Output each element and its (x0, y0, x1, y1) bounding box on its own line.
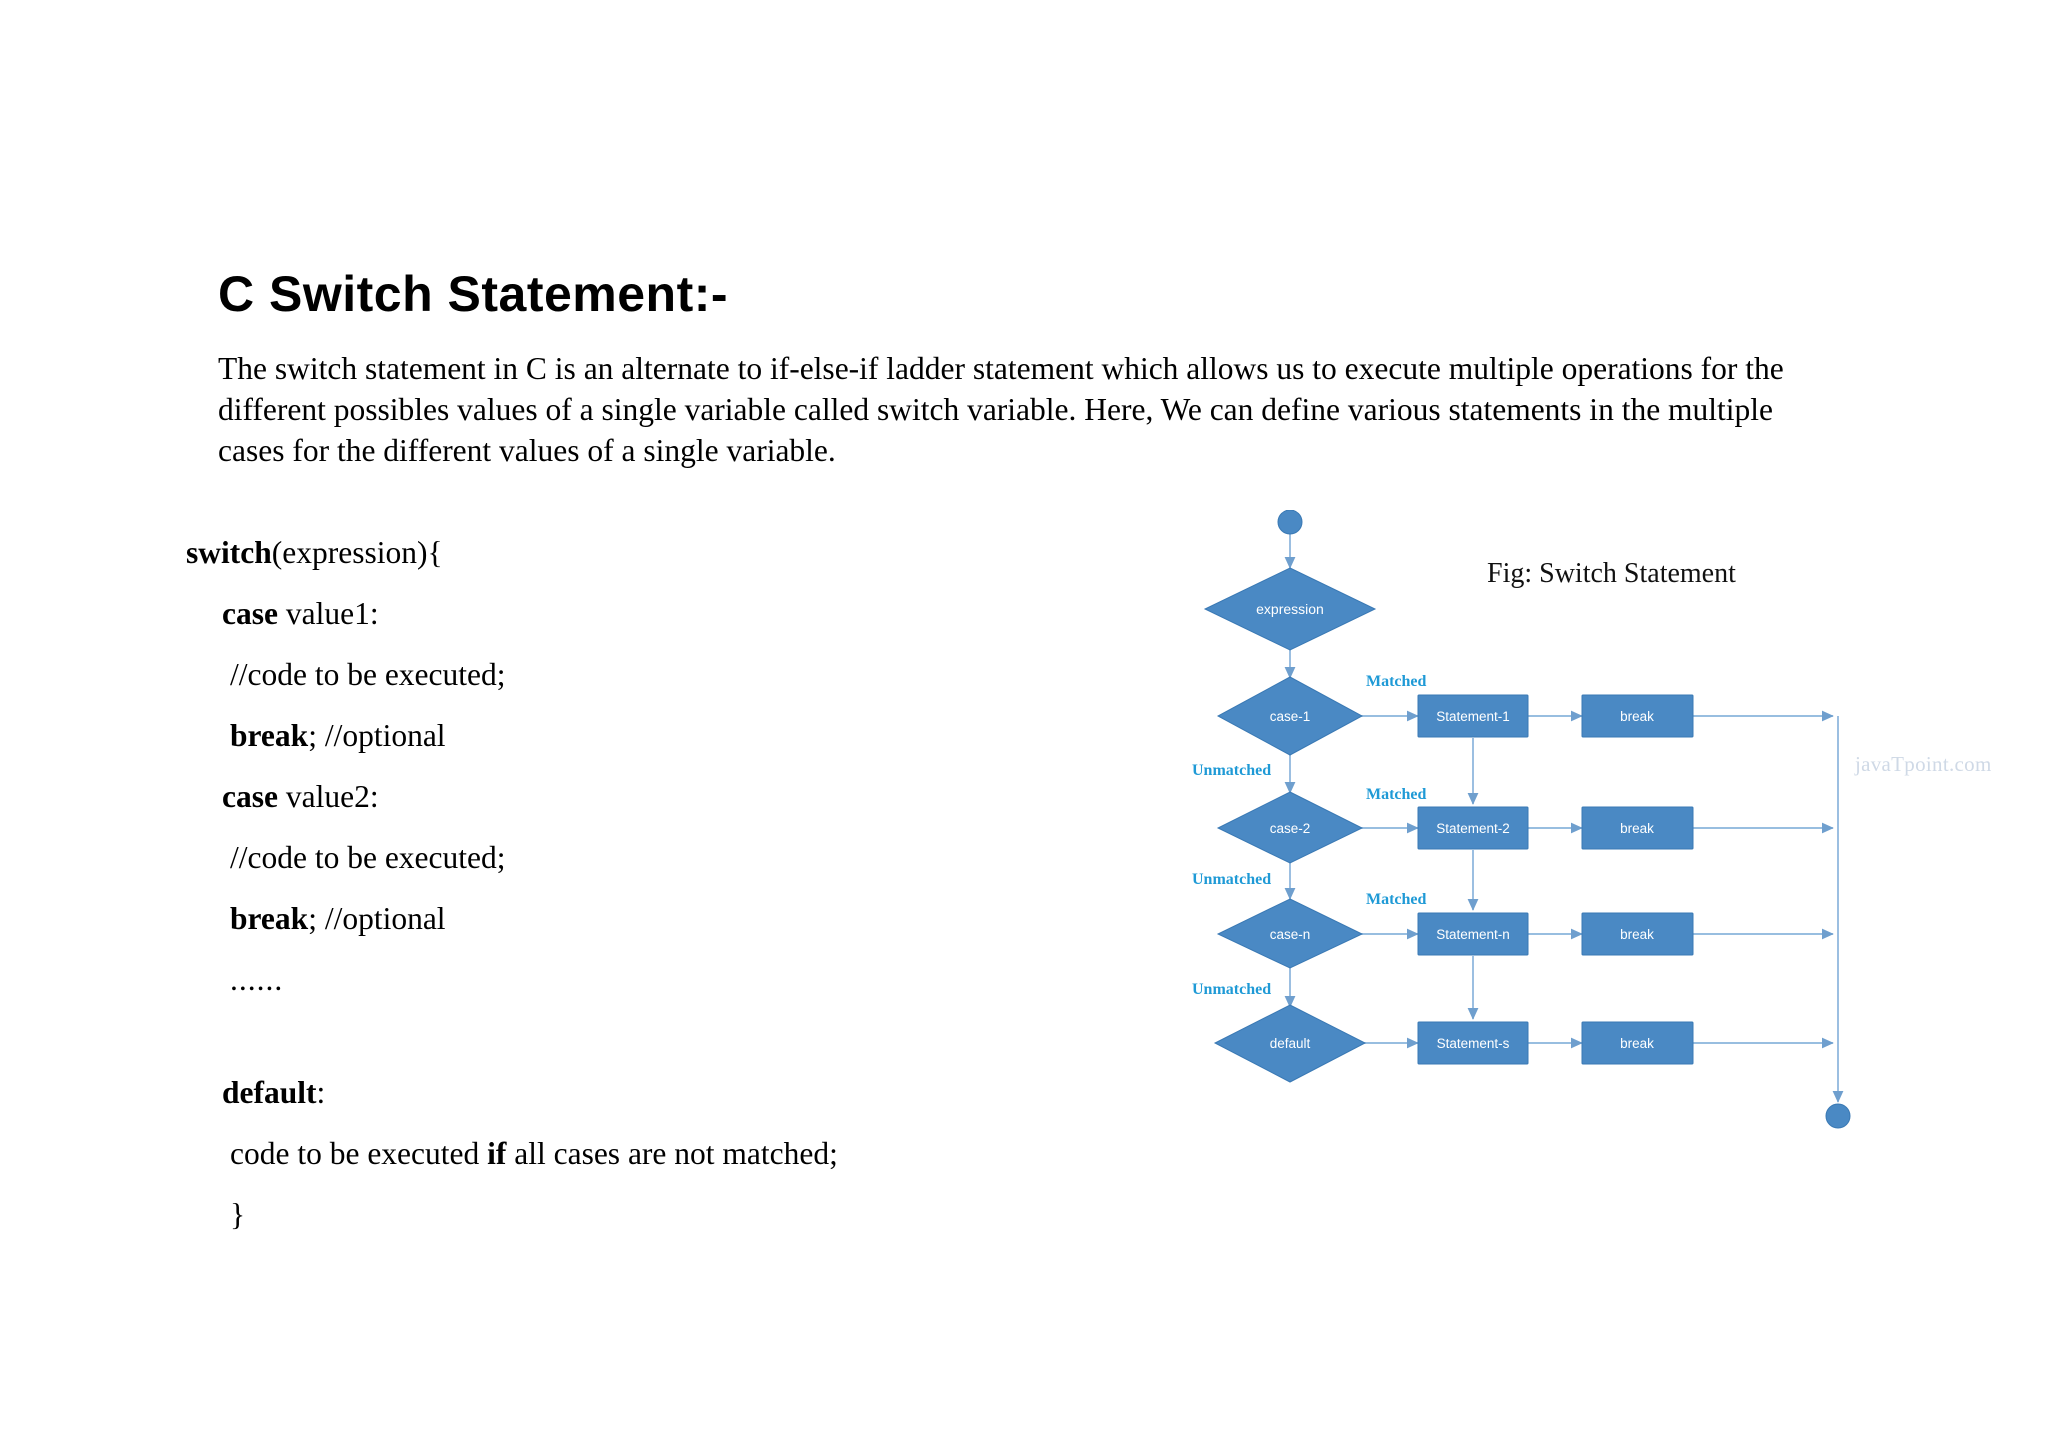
node-statement-1: Statement-1 (1417, 694, 1529, 738)
node-label-statement-1: Statement-1 (1436, 709, 1510, 724)
code-rest-comment-1: //code to be executed; (230, 657, 506, 692)
node-label-case1: case-1 (1270, 709, 1311, 724)
code-line-default-body: code to be executed if all cases are not… (186, 1123, 1086, 1184)
code-line-comment-2: //code to be executed; (186, 827, 1086, 888)
node-decision-case2: case-2 (1216, 791, 1364, 864)
code-default-post: all cases are not matched; (506, 1136, 838, 1171)
edge-label-matched-1: Matched (1366, 673, 1427, 690)
node-label-statement-2: Statement-2 (1436, 821, 1510, 836)
node-statement-n: Statement-n (1417, 912, 1529, 956)
node-statement-s: Statement-s (1417, 1021, 1529, 1065)
node-label-default: default (1270, 1036, 1311, 1051)
code-rest-break-2: ; //optional (308, 901, 446, 936)
code-rest-case-value1: value1: (277, 596, 379, 631)
node-label-break-s: break (1620, 1036, 1654, 1051)
code-line-switch-open: switch(expression){ (186, 522, 1086, 583)
code-default-pre: code to be executed (230, 1136, 488, 1171)
keyword-switch: switch (186, 535, 272, 570)
node-label-case2: case-2 (1270, 821, 1311, 836)
keyword-default: default (222, 1075, 317, 1110)
code-line-default: default: (186, 1062, 1086, 1123)
keyword-if: if (487, 1136, 507, 1171)
code-rest-case-value2: value2: (277, 779, 379, 814)
code-line-break-2: break; //optional (186, 888, 1086, 949)
node-label-break-2: break (1620, 821, 1654, 836)
code-listing: switch(expression){ case value1: //code … (186, 522, 1086, 1245)
edge-label-unmatched-n: Unmatched (1192, 981, 1271, 998)
code-line-case-value1: case value1: (186, 583, 1086, 644)
edge-label-unmatched-1: Unmatched (1192, 762, 1271, 779)
code-blank-line (186, 1010, 1086, 1062)
node-statement-2: Statement-2 (1417, 806, 1529, 850)
node-decision-expression: expression (1203, 567, 1377, 651)
code-rest-switch-open: (expression){ (271, 535, 443, 570)
intro-paragraph: The switch statement in C is an alternat… (218, 351, 1784, 468)
code-line-comment-1: //code to be executed; (186, 644, 1086, 705)
node-break-1: break (1581, 694, 1694, 738)
node-break-n: break (1581, 912, 1694, 956)
node-decision-default: default (1213, 1004, 1367, 1083)
node-label-break-1: break (1620, 709, 1654, 724)
code-line-case-value2: case value2: (186, 766, 1086, 827)
keyword-case-1: case (222, 596, 278, 631)
node-start-circle (1277, 510, 1303, 535)
node-break-s: break (1581, 1021, 1694, 1065)
edge-label-matched-2: Matched (1366, 786, 1427, 803)
code-rest-close-brace: } (230, 1197, 246, 1232)
edge-label-unmatched-2: Unmatched (1192, 871, 1271, 888)
node-label-statement-s: Statement-s (1437, 1036, 1510, 1051)
node-label-break-n: break (1620, 927, 1654, 942)
flow-connectors (1284, 534, 1844, 1103)
node-label-expression: expression (1256, 601, 1324, 617)
watermark-text: javaTpoint.com (1855, 752, 1992, 776)
node-label-statement-n: Statement-n (1436, 927, 1510, 942)
code-line-ellipsis: ...... (186, 949, 1086, 1010)
page-title: C Switch Statement:- (218, 266, 729, 322)
code-rest-ellipsis: ...... (230, 962, 284, 997)
keyword-break-2: break (230, 901, 309, 936)
figure-caption: Fig: Switch Statement (1487, 558, 1736, 589)
edge-label-matched-n: Matched (1366, 891, 1427, 908)
node-end-circle (1825, 1103, 1851, 1129)
keyword-break-1: break (230, 718, 309, 753)
node-label-casen: case-n (1270, 927, 1311, 942)
node-break-2: break (1581, 806, 1694, 850)
keyword-case-2: case (222, 779, 278, 814)
code-rest-default: : (316, 1075, 326, 1110)
code-line-break-1: break; //optional (186, 705, 1086, 766)
switch-flowchart: expression case-1 case-2 case-n default (1190, 510, 1980, 1230)
code-rest-break-1: ; //optional (308, 718, 446, 753)
node-decision-case1: case-1 (1216, 676, 1364, 756)
node-decision-casen: case-n (1216, 898, 1364, 969)
code-line-close-brace: } (186, 1184, 1086, 1245)
code-rest-comment-2: //code to be executed; (230, 840, 506, 875)
